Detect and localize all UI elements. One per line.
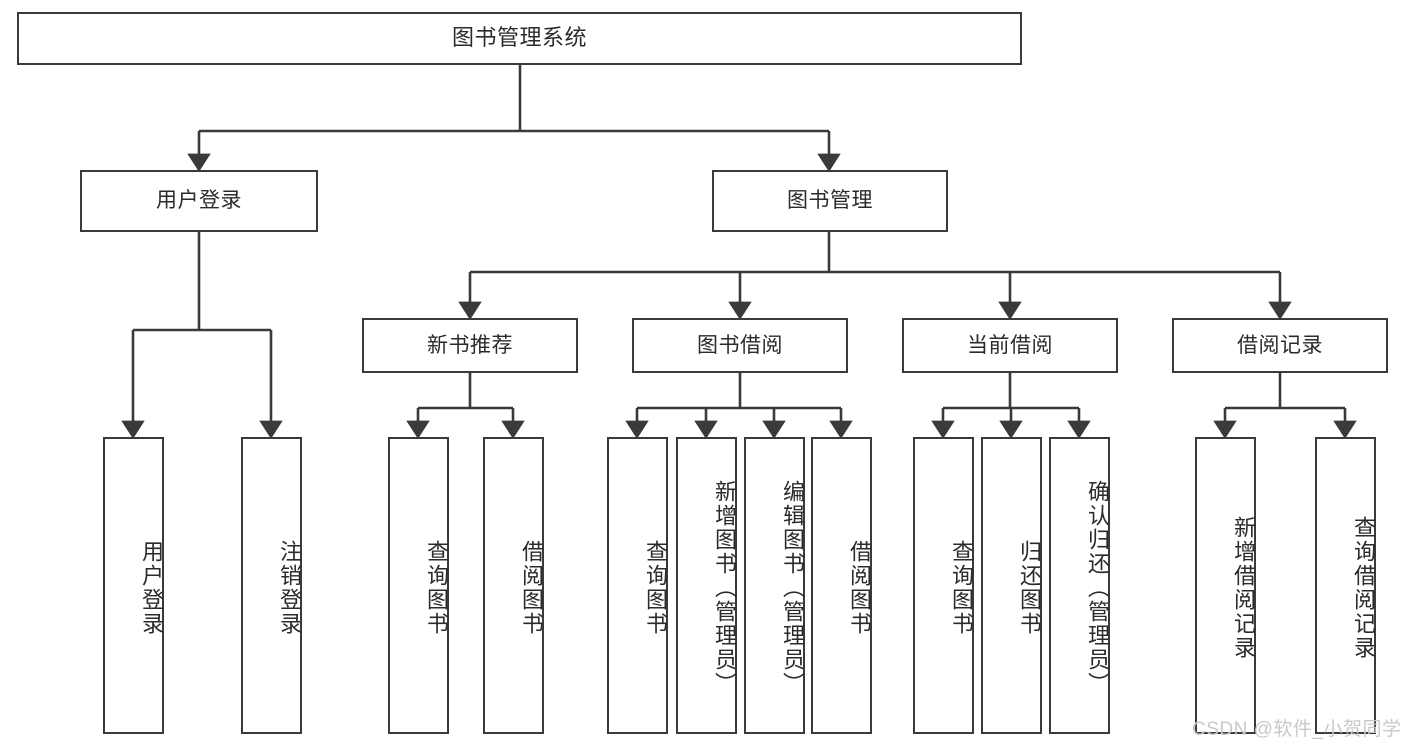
- node-book-management[interactable]: 图书管理: [712, 170, 948, 232]
- node-borrow-record[interactable]: 借阅记录: [1172, 318, 1388, 373]
- node-user-login[interactable]: 用户登录: [80, 170, 318, 232]
- leaf-label: 确认归还（管理员）: [1085, 479, 1110, 696]
- leaf-label: 编辑图书（管理员）: [780, 479, 805, 696]
- leaf-label: 新增借阅记录: [1231, 515, 1256, 660]
- node-root-book-management-system[interactable]: 图书管理系统: [17, 12, 1022, 65]
- node-label: 当前借阅: [967, 333, 1053, 357]
- leaf-label: 用户登录: [139, 539, 164, 636]
- leaf-return-book[interactable]: 归还图书: [981, 437, 1042, 734]
- leaf-label: 新增图书（管理员）: [712, 479, 737, 696]
- leaf-label: 查询图书: [643, 539, 668, 636]
- node-label: 图书管理系统: [451, 25, 587, 51]
- watermark-csdn: CSDN @软件_小贺同学: [1192, 719, 1402, 740]
- leaf-query-book-borrow[interactable]: 查询图书: [607, 437, 668, 734]
- leaf-add-borrow-record[interactable]: 新增借阅记录: [1195, 437, 1256, 734]
- leaf-edit-book-admin[interactable]: 编辑图书（管理员）: [744, 437, 805, 734]
- leaf-label: 归还图书: [1017, 539, 1042, 636]
- node-current-borrow[interactable]: 当前借阅: [902, 318, 1118, 373]
- leaf-borrow-book[interactable]: 借阅图书: [811, 437, 872, 734]
- leaf-query-book-newbook[interactable]: 查询图书: [388, 437, 449, 734]
- leaf-label: 借阅图书: [847, 539, 872, 636]
- node-label: 图书管理: [787, 189, 873, 213]
- node-new-book-recommendation[interactable]: 新书推荐: [362, 318, 578, 373]
- leaf-label: 查询图书: [949, 539, 974, 636]
- leaf-label: 查询图书: [424, 539, 449, 636]
- node-book-borrow[interactable]: 图书借阅: [632, 318, 848, 373]
- leaf-add-book-admin[interactable]: 新增图书（管理员）: [676, 437, 737, 734]
- leaf-label: 注销登录: [277, 539, 302, 636]
- node-label: 借阅记录: [1237, 333, 1323, 357]
- leaf-user-login[interactable]: 用户登录: [103, 437, 164, 734]
- leaf-query-borrow-record[interactable]: 查询借阅记录: [1315, 437, 1376, 734]
- leaf-label: 借阅图书: [519, 539, 544, 636]
- leaf-query-book-current[interactable]: 查询图书: [913, 437, 974, 734]
- node-label: 用户登录: [156, 189, 242, 213]
- leaf-borrow-book-newbook[interactable]: 借阅图书: [483, 437, 544, 734]
- leaf-confirm-return-admin[interactable]: 确认归还（管理员）: [1049, 437, 1110, 734]
- leaf-logout[interactable]: 注销登录: [241, 437, 302, 734]
- node-label: 新书推荐: [427, 333, 513, 357]
- node-label: 图书借阅: [697, 333, 783, 357]
- leaf-label: 查询借阅记录: [1351, 515, 1376, 660]
